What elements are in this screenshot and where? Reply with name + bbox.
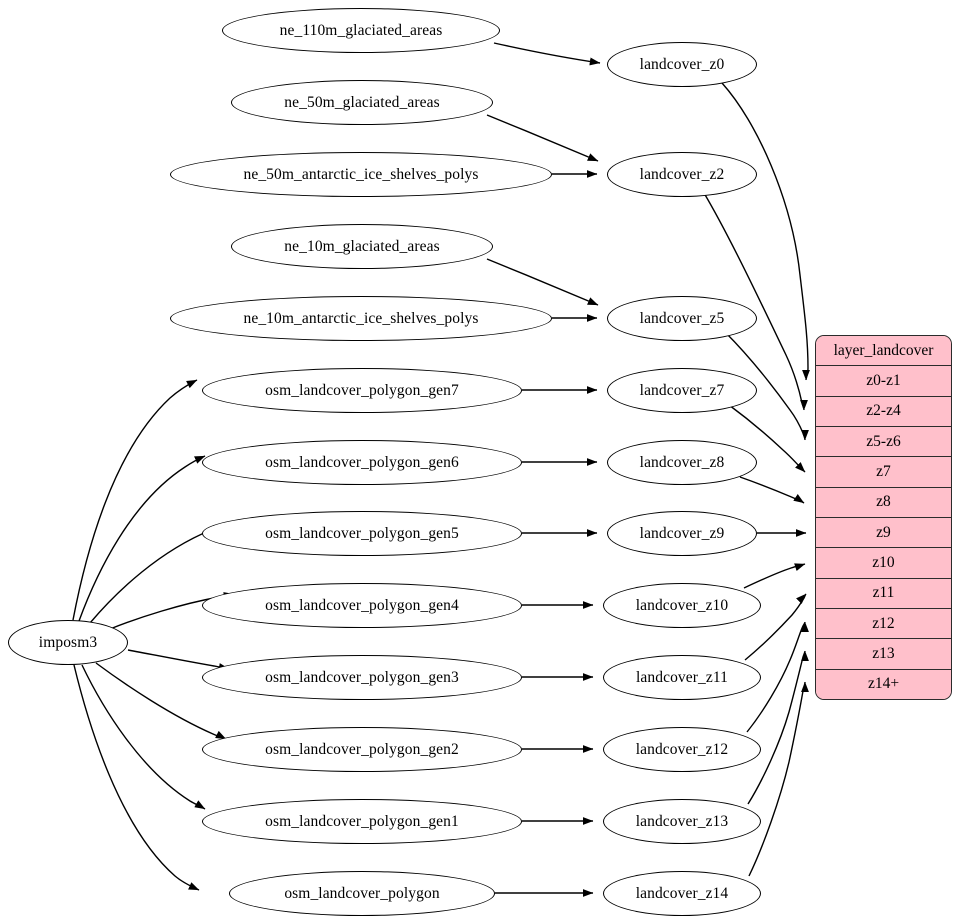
edge-imposm3-gen6	[78, 455, 206, 622]
node-label: landcover_z10	[635, 596, 729, 614]
node-label: ne_10m_antarctic_ice_shelves_polys	[243, 309, 479, 327]
node-osm-landcover-polygon-gen6[interactable]: osm_landcover_polygon_gen6	[202, 440, 522, 485]
record-row-z0-z1[interactable]: z0-z1	[816, 365, 951, 396]
node-landcover-z0[interactable]: landcover_z0	[607, 42, 757, 87]
node-osm-landcover-polygon-gen7[interactable]: osm_landcover_polygon_gen7	[202, 368, 522, 413]
node-label: osm_landcover_polygon	[284, 884, 440, 902]
node-label: osm_landcover_polygon_gen3	[265, 668, 459, 686]
record-row-z5-z6[interactable]: z5-z6	[816, 425, 951, 457]
record-row-label: z14+	[867, 675, 900, 693]
node-landcover-z13[interactable]: landcover_z13	[603, 799, 761, 844]
node-landcover-z10[interactable]: landcover_z10	[603, 583, 761, 628]
edge-z10-row-z10	[743, 563, 806, 589]
node-label: osm_landcover_polygon_gen4	[265, 596, 459, 614]
record-row-label: z9	[876, 523, 891, 541]
node-label: landcover_z9	[639, 524, 725, 542]
node-label: landcover_z13	[635, 812, 729, 830]
record-header-layer-landcover: layer_landcover	[816, 336, 951, 366]
node-landcover-z9[interactable]: landcover_z9	[607, 511, 757, 556]
node-label: imposm3	[38, 633, 98, 651]
node-imposm3[interactable]: imposm3	[8, 620, 128, 665]
record-row-label: z2-z4	[866, 402, 901, 420]
node-label: ne_10m_glaciated_areas	[284, 237, 440, 255]
record-row-z9[interactable]: z9	[816, 516, 951, 548]
node-ne-10m-antarctic-ice-shelves-polys[interactable]: ne_10m_antarctic_ice_shelves_polys	[170, 296, 552, 341]
node-label: landcover_z5	[639, 309, 725, 327]
edge-imposm3-gen3	[127, 649, 230, 671]
edge-ne10mglac-z5	[486, 258, 599, 306]
node-landcover-z12[interactable]: landcover_z12	[603, 727, 761, 772]
node-label: osm_landcover_polygon_gen6	[265, 453, 459, 471]
record-row-z13[interactable]: z13	[816, 638, 951, 669]
node-osm-landcover-polygon[interactable]: osm_landcover_polygon	[229, 871, 495, 916]
node-label: landcover_z2	[639, 165, 725, 183]
record-row-z2-z4[interactable]: z2-z4	[816, 395, 951, 426]
node-label: landcover_z12	[635, 740, 729, 758]
node-ne-50m-glaciated-areas[interactable]: ne_50m_glaciated_areas	[231, 80, 493, 125]
record-row-z11[interactable]: z11	[816, 577, 951, 608]
node-landcover-z7[interactable]: landcover_z7	[607, 368, 757, 413]
node-label: osm_landcover_polygon_gen7	[265, 381, 459, 399]
record-row-label: z10	[872, 553, 895, 571]
edge-imposm3-gen1	[81, 664, 206, 810]
node-label: ne_50m_antarctic_ice_shelves_polys	[243, 165, 479, 183]
node-layer-landcover-record[interactable]: layer_landcover z0-z1 z2-z4 z5-z6 z7 z8 …	[815, 335, 952, 700]
record-row-z14-plus[interactable]: z14+	[816, 668, 951, 699]
record-row-label: z8	[876, 493, 891, 511]
edge-z8-row-z8	[739, 476, 805, 504]
node-label: landcover_z7	[639, 381, 725, 399]
record-row-label: z0-z1	[866, 371, 901, 389]
record-row-z12[interactable]: z12	[816, 607, 951, 639]
record-row-label: z13	[872, 644, 895, 662]
node-osm-landcover-polygon-gen3[interactable]: osm_landcover_polygon_gen3	[202, 655, 522, 700]
node-landcover-z5[interactable]: landcover_z5	[607, 296, 757, 341]
edge-ne110m-z0	[493, 42, 601, 66]
node-landcover-z8[interactable]: landcover_z8	[607, 440, 757, 485]
edge-ne50mglac-z2	[486, 114, 599, 162]
node-label: landcover_z0	[639, 55, 725, 73]
node-landcover-z11[interactable]: landcover_z11	[603, 655, 761, 700]
node-osm-landcover-polygon-gen4[interactable]: osm_landcover_polygon_gen4	[202, 583, 522, 628]
node-ne-50m-antarctic-ice-shelves-polys[interactable]: ne_50m_antarctic_ice_shelves_polys	[170, 152, 552, 197]
node-landcover-z2[interactable]: landcover_z2	[607, 152, 757, 197]
record-row-z7[interactable]: z7	[816, 456, 951, 487]
node-label: osm_landcover_polygon_gen2	[265, 740, 459, 758]
node-label: ne_50m_glaciated_areas	[284, 93, 440, 111]
node-label: landcover_z14	[635, 884, 729, 902]
edge-z14-row-z14	[748, 681, 809, 877]
node-osm-landcover-polygon-gen5[interactable]: osm_landcover_polygon_gen5	[202, 511, 522, 556]
edge-imposm3-gen7	[72, 379, 198, 621]
node-landcover-z14[interactable]: landcover_z14	[603, 871, 761, 916]
record-row-label: z11	[872, 584, 895, 602]
record-row-z8[interactable]: z8	[816, 486, 951, 517]
record-header-label: layer_landcover	[833, 341, 934, 359]
edge-imposm3-polygon	[73, 664, 200, 891]
record-row-label: z5-z6	[866, 432, 901, 450]
node-label: landcover_z11	[636, 668, 728, 686]
node-label: osm_landcover_polygon_gen1	[265, 812, 459, 830]
record-row-label: z7	[876, 462, 891, 480]
node-label: landcover_z8	[639, 453, 725, 471]
node-label: ne_110m_glaciated_areas	[279, 21, 443, 39]
record-row-z10[interactable]: z10	[816, 547, 951, 578]
node-ne-110m-glaciated-areas[interactable]: ne_110m_glaciated_areas	[222, 8, 500, 53]
record-row-label: z12	[872, 614, 895, 632]
node-label: osm_landcover_polygon_gen5	[265, 524, 459, 542]
node-osm-landcover-polygon-gen1[interactable]: osm_landcover_polygon_gen1	[202, 799, 522, 844]
node-osm-landcover-polygon-gen2[interactable]: osm_landcover_polygon_gen2	[202, 727, 522, 772]
node-ne-10m-glaciated-areas[interactable]: ne_10m_glaciated_areas	[231, 224, 493, 269]
edge-z0-row-z0z1	[721, 82, 811, 381]
